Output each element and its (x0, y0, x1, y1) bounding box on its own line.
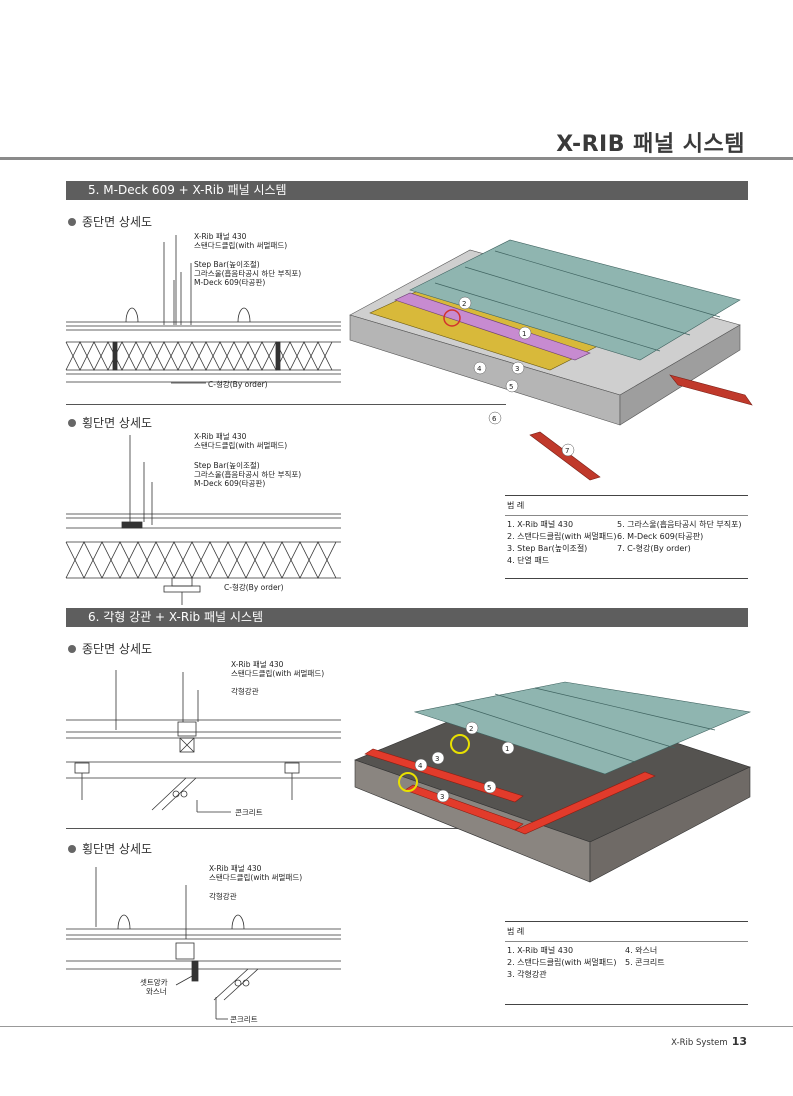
label-c-channel: C-형강(By order) (208, 380, 268, 389)
divider (66, 404, 506, 405)
section-5-3d-illustration: 1 2 3 4 5 6 7 (349, 239, 753, 481)
label-concrete: 콘크리트 (235, 808, 263, 817)
legend-item: 3. Step Bar(높이조절) (507, 544, 588, 553)
label-standard-clip: 스탠다드클립(with 써멀패드) (194, 441, 288, 450)
callout-7: 7 (565, 447, 569, 455)
legend-item: 2. 스탠다드클립(with 써멀패드) (507, 958, 617, 967)
section-6-cross-heading: 횡단면 상세도 (68, 840, 152, 857)
label-xrib-panel: X-Rib 패널 430 (194, 432, 247, 441)
label-xrib-panel: X-Rib 패널 430 (231, 660, 284, 669)
heading-text: 종단면 상세도 (82, 215, 153, 229)
section-6-long-drawing (66, 670, 341, 813)
legend-item: 7. C-형강(By order) (617, 544, 691, 553)
heading-text: 횡단면 상세도 (82, 416, 153, 430)
section-5-long-heading: 종단면 상세도 (68, 213, 152, 230)
page-number: 13 (731, 1035, 747, 1048)
callout-4: 4 (418, 762, 423, 770)
callout-2: 2 (469, 725, 473, 733)
legend-item: 5. 콘크리트 (625, 958, 665, 967)
legend-title: 범 례 (505, 496, 748, 516)
legend-item: 1. X-Rib 패널 430 (507, 520, 574, 529)
legend-item (617, 555, 747, 566)
divider (66, 828, 506, 829)
section-5-long-drawing (65, 235, 341, 384)
bullet-icon (68, 418, 76, 427)
legend-item: 4. 와스너 (625, 946, 658, 955)
section-6-header: 6. 각형 강관 + X-Rib 패널 시스템 (66, 608, 748, 627)
label-m-deck: M-Deck 609(타공판) (194, 479, 266, 488)
legend-item: 3. 각형강관 (507, 970, 547, 979)
label-glass-wool: 그라스울(흡음타공시 하단 부직포) (194, 269, 302, 278)
bullet-icon (68, 217, 76, 226)
label-standard-clip: 스탠다드클립(with 써멀패드) (194, 241, 288, 250)
label-step-bar: Step Bar(높이조절) (194, 260, 260, 269)
legend-item: 6. M-Deck 609(타공판) (617, 532, 704, 541)
heading-text: 종단면 상세도 (82, 642, 153, 656)
section-5-cross-heading: 횡단면 상세도 (68, 414, 152, 431)
callout-3b: 3 (440, 793, 444, 801)
section-6-cross-drawing (66, 867, 341, 1020)
section-5-header: 5. M-Deck 609 + X-Rib 패널 시스템 (66, 181, 748, 200)
bullet-icon (68, 644, 76, 653)
label-washer: 와스너 (146, 987, 167, 996)
label-set-anchor: 셋트앙카 (140, 978, 168, 987)
label-square-pipe: 각형강관 (231, 687, 259, 696)
label-xrib-panel: X-Rib 패널 430 (194, 232, 247, 241)
legend-item: 4. 단열 패드 (507, 556, 550, 565)
callout-2: 2 (462, 300, 466, 308)
section-6-legend: 범 례 1. X-Rib 패널 430 4. 와스너 2. 스탠다드클립(wit… (505, 921, 748, 1005)
callout-1: 1 (522, 330, 526, 338)
label-step-bar: Step Bar(높이조절) (194, 461, 260, 470)
section-5-cross-drawing (65, 435, 341, 605)
callout-6: 6 (492, 415, 497, 423)
legend-title: 범 례 (505, 922, 748, 942)
page-title: X-RIB 패널 시스템 (556, 132, 745, 157)
label-xrib-panel: X-Rib 패널 430 (209, 864, 262, 873)
heading-text: 횡단면 상세도 (82, 842, 153, 856)
bullet-icon (68, 844, 76, 853)
label-standard-clip: 스탠다드클립(with 써멀패드) (231, 669, 325, 678)
label-concrete: 콘크리트 (230, 1015, 258, 1024)
legend-item: 2. 스탠다드클립(with 써멀패드) (507, 532, 617, 541)
title-divider (0, 157, 793, 160)
highlight-ring (443, 309, 461, 327)
callout-5: 5 (487, 784, 491, 792)
highlight-ring (450, 734, 470, 754)
label-c-channel: C-형강(By order) (224, 583, 284, 592)
label-glass-wool: 그라스울(흡음타공시 하단 부직포) (194, 470, 302, 479)
label-standard-clip: 스탠다드클립(with 써멀패드) (209, 873, 303, 882)
callout-1: 1 (505, 745, 509, 753)
footer-text: X-Rib System (671, 1038, 728, 1048)
legend-item: 5. 그라스울(흡음타공시 하단 부직포) (617, 520, 742, 529)
section-6-3d-illustration: 1 2 3 4 3 5 (354, 681, 752, 883)
section-5-legend: 범 례 1. X-Rib 패널 430 5. 그라스울(흡음타공시 하단 부직포… (505, 495, 748, 579)
section-6-long-heading: 종단면 상세도 (68, 640, 152, 657)
footer-divider (0, 1026, 793, 1027)
callout-4: 4 (477, 365, 482, 373)
label-m-deck: M-Deck 609(타공판) (194, 278, 266, 287)
highlight-ring (398, 772, 418, 792)
callout-3: 3 (435, 755, 439, 763)
callout-5: 5 (509, 383, 513, 391)
legend-item: 1. X-Rib 패널 430 (507, 946, 574, 955)
label-square-pipe: 각형강관 (209, 892, 237, 901)
legend-item (625, 969, 747, 980)
callout-3: 3 (515, 365, 519, 373)
